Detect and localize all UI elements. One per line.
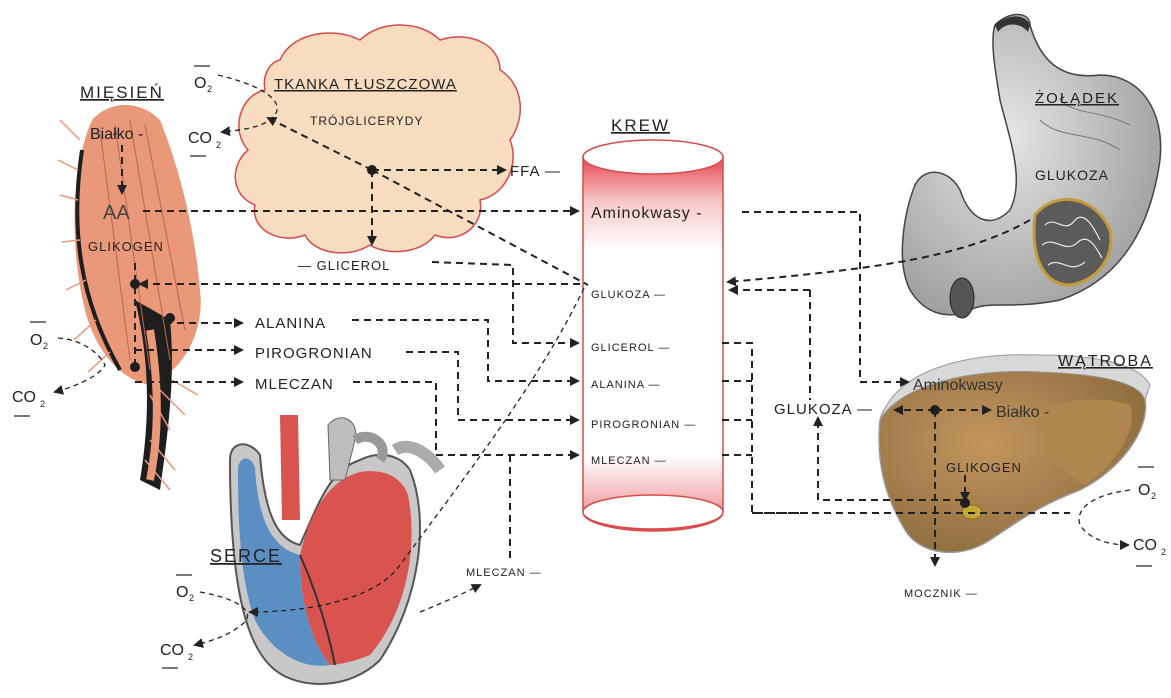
muscle-alanine-label: ALANINA xyxy=(255,315,326,332)
muscle-protein-label: Białko - xyxy=(90,126,143,143)
blood-amino-label: Aminokwasy - xyxy=(591,205,703,222)
stomach-title: ŻOŁĄDEK xyxy=(1035,89,1119,107)
stomach-glucose-label: GLUKOZA xyxy=(1035,167,1109,183)
liver-title: WĄTROBA xyxy=(1058,353,1153,370)
blood-item-glucose: GLUKOZA — xyxy=(591,289,666,301)
fat-glycerol-label: — GLICEROL xyxy=(298,258,390,273)
blood-item-glycerol: GLICEROL — xyxy=(591,342,670,354)
svg-text:2: 2 xyxy=(40,399,45,409)
svg-text:2: 2 xyxy=(1151,491,1156,501)
blood-item-lactate: MLECZAN — xyxy=(591,455,667,467)
blood-vessel xyxy=(583,140,723,531)
fat-title: TKANKA TŁUSZCZOWA xyxy=(274,76,457,93)
blood-title: KREW xyxy=(611,116,670,135)
liver-glucose-label: GLUKOZA — xyxy=(774,401,873,418)
svg-text:CO: CO xyxy=(160,642,184,659)
svg-text:CO: CO xyxy=(12,389,36,406)
liver-urea-label: MOCZNIK — xyxy=(904,588,978,600)
svg-text:CO: CO xyxy=(1133,537,1157,554)
svg-text:CO: CO xyxy=(188,130,212,147)
muscle-pyruvate-label: PIROGRONIAN xyxy=(255,345,373,362)
stomach-illustration xyxy=(902,14,1160,318)
muscle-aa-label: AA xyxy=(103,202,130,224)
fat-triglycerides-label: TRÓJGLICERYDY xyxy=(310,113,423,128)
fat-tissue-cloud xyxy=(235,25,520,253)
gas-co2-heart: CO 2 xyxy=(160,642,193,668)
svg-text:2: 2 xyxy=(188,652,193,662)
heart-title: SERCE xyxy=(210,546,282,566)
svg-text:O: O xyxy=(1138,482,1150,499)
gas-co2-liver: CO 2 xyxy=(1133,537,1166,566)
gas-co2-muscle: CO 2 xyxy=(12,389,45,416)
muscle-lactate-label: MLECZAN xyxy=(255,376,334,393)
muscle-glycogen-label: GLIKOGEN xyxy=(88,239,164,254)
liver-amino-label: Aminokwasy xyxy=(913,377,1003,394)
fat-ffa-label: FFA — xyxy=(510,163,561,180)
svg-text:2: 2 xyxy=(189,593,194,603)
svg-text:2: 2 xyxy=(1161,547,1166,557)
muscle-illustration xyxy=(58,105,201,490)
svg-text:O: O xyxy=(194,75,206,92)
liver-glycogen-label: GLIKOGEN xyxy=(946,460,1022,475)
gas-co2-fat: CO 2 xyxy=(188,130,221,156)
svg-text:2: 2 xyxy=(207,84,212,94)
blood-item-pyruvate: PIROGRONIAN — xyxy=(591,419,696,431)
liver-protein-label: Białko - xyxy=(996,404,1049,421)
svg-text:2: 2 xyxy=(43,341,48,351)
svg-text:2: 2 xyxy=(216,140,221,150)
muscle-title: MIĘSIEŃ xyxy=(80,83,164,102)
svg-text:O: O xyxy=(30,332,42,349)
svg-text:O: O xyxy=(176,584,188,601)
heart-lactate-label: MLECZAN — xyxy=(466,567,542,579)
blood-item-alanine: ALANINA — xyxy=(591,379,661,391)
